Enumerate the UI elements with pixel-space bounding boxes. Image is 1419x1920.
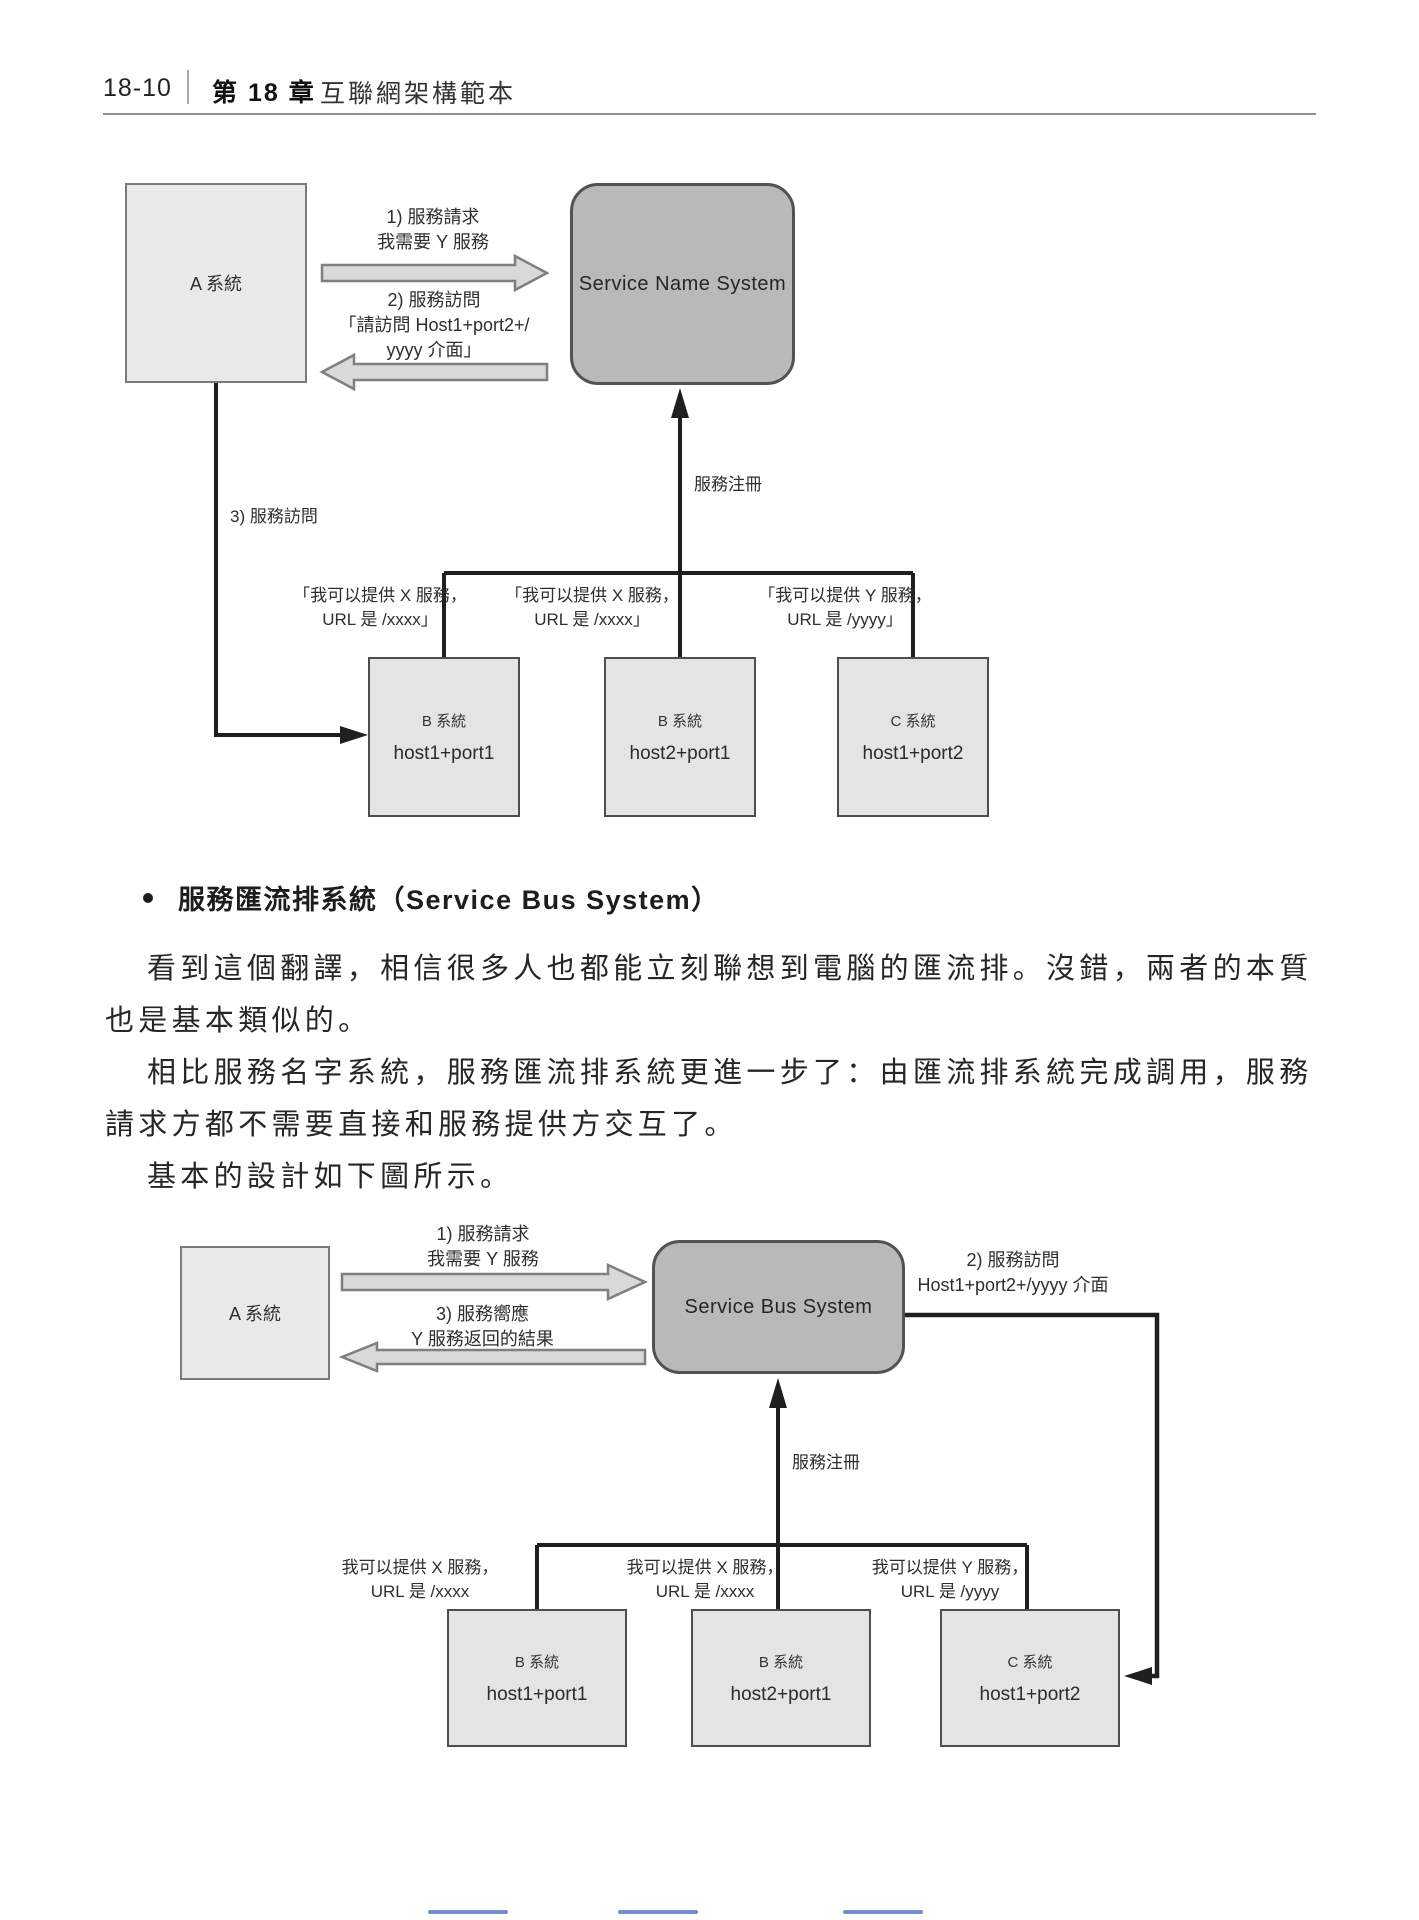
d2-provider2-bubble-line2: URL 是 /xxxx [655, 1582, 755, 1601]
d1-provider2-bubble-line2: URL 是 /xxxx」 [534, 610, 650, 629]
d1-provider1-bubble-line1: 「我可以提供 X 服務， [293, 586, 467, 605]
d2-provider3-host: host1+port2 [979, 1683, 1081, 1705]
d1-provider1-name: B 系統 [421, 712, 467, 730]
header-separator [187, 70, 189, 104]
d2-system-a-box: A 系統 [180, 1246, 330, 1380]
d1-system-a-label: A 系統 [189, 274, 242, 294]
d1-provider3-host: host1+port2 [862, 742, 964, 764]
d1-provider1-box: B 系統 host1+port1 [368, 657, 520, 817]
chapter-title: 互聯網架構範本 [320, 80, 517, 108]
d1-provider1-host: host1+port1 [393, 742, 495, 764]
d1-visit2-label: 2) 服務訪問 「請訪問 Host1+port2+/ yyyy 介面」 [295, 288, 573, 363]
d2-visit2-label: 2) 服務訪問 Host1+port2+/yyyy 介面 [858, 1248, 1168, 1298]
d1-register-arrowhead [671, 388, 689, 418]
d1-register-label: 服務注冊 [694, 475, 762, 494]
d1-provider2-bubble: 「我可以提供 X 服務， URL 是 /xxxx」 [487, 584, 697, 632]
d1-provider2-box: B 系統 host2+port1 [604, 657, 756, 817]
d2-register-arrowhead [769, 1378, 787, 1408]
paragraph2-line2: 請求方都不需要直接和服務提供方交互了。 [105, 1109, 738, 1141]
d1-visit3-arrowhead [340, 726, 368, 744]
d2-register-label: 服務注冊 [792, 1453, 860, 1472]
paragraph2-line1: 相比服務名字系統，服務匯流排系統更進一步了：由匯流排系統完成調用，服務 [147, 1057, 1313, 1089]
d1-provider1-bubble-line2: URL 是 /xxxx」 [322, 610, 438, 629]
d2-provider3-name: C 系統 [1007, 1653, 1053, 1671]
d1-provider3-box: C 系統 host1+port2 [837, 657, 989, 817]
d1-request-line2: 我需要 Y 服務 [377, 232, 489, 252]
d2-provider3-bubble-line1: 我可以提供 Y 服務， [871, 1558, 1029, 1577]
paragraph1-line1: 看到這個翻譯，相信很多人也都能立刻聯想到電腦的匯流排。沒錯，兩者的本質 [147, 953, 1313, 985]
d1-provider1-bubble: 「我可以提供 X 服務， URL 是 /xxxx」 [275, 584, 485, 632]
d2-response-line2: Y 服務返回的結果 [411, 1329, 554, 1349]
d2-provider2-bubble-line1: 我可以提供 X 服務， [626, 1558, 784, 1577]
d2-response-block-arrow [338, 1341, 647, 1373]
d2-request-line1: 1) 服務請求 [436, 1224, 530, 1244]
d2-response-line1: 3) 服務嚮應 [435, 1304, 529, 1324]
chapter-number: 第 18 章 [212, 79, 316, 107]
d2-provider3-box: C 系統 host1+port2 [940, 1609, 1120, 1747]
d1-visit2-line3: yyyy 介面」 [386, 340, 482, 360]
d1-service-name-system-label: Service Name System [578, 272, 787, 295]
d2-provider2-box: B 系統 host2+port1 [691, 1609, 871, 1747]
d1-provider2-host: host2+port1 [629, 742, 731, 764]
d1-visit3-line [214, 383, 346, 737]
d2-provider1-bubble-line1: 我可以提供 X 服務， [341, 1558, 499, 1577]
d2-request-line2: 我需要 Y 服務 [427, 1249, 539, 1269]
d2-response-label: 3) 服務嚮應 Y 服務返回的結果 [355, 1302, 610, 1352]
d1-provider3-bubble-line2: URL 是 /yyyy」 [787, 610, 903, 629]
d2-provider2-bubble: 我可以提供 X 服務， URL 是 /xxxx [600, 1556, 810, 1604]
d1-provider2-name: B 系統 [657, 712, 703, 730]
d2-service-bus-system-box: Service Bus System [652, 1240, 905, 1374]
d2-provider1-box: B 系統 host1+port1 [447, 1609, 627, 1747]
d2-provider1-bubble: 我可以提供 X 服務， URL 是 /xxxx [315, 1556, 525, 1604]
bullet-icon [143, 893, 153, 903]
d2-request-label: 1) 服務請求 我需要 Y 服務 [368, 1222, 598, 1272]
d2-visit-elbow-line [905, 1312, 1160, 1679]
d1-provider3-bubble-line1: 「我可以提供 Y 服務， [758, 586, 932, 605]
d1-visit-response-block-arrow [319, 352, 549, 392]
d2-provider1-bubble-line2: URL 是 /xxxx [370, 1582, 470, 1601]
d2-visit2-line2: Host1+port2+/yyyy 介面 [917, 1275, 1109, 1295]
page-number: 18-10 [103, 74, 172, 102]
d1-provider3-name: C 系統 [890, 712, 936, 730]
bottom-cutoff-mark [843, 1910, 923, 1914]
d1-provider3-bubble: 「我可以提供 Y 服務， URL 是 /yyyy」 [740, 584, 950, 632]
d2-provider1-name: B 系統 [514, 1653, 560, 1671]
paragraph1-line2: 也是基本類似的。 [105, 1005, 372, 1037]
d1-system-a-box: A 系統 [125, 183, 307, 383]
d2-provider2-host: host2+port1 [730, 1683, 832, 1705]
d2-provider1-host: host1+port1 [486, 1683, 588, 1705]
d2-visit-arrowhead [1124, 1667, 1152, 1685]
bottom-cutoff-mark [428, 1910, 508, 1914]
d1-visit2-line2: 「請訪問 Host1+port2+/ [338, 315, 530, 335]
d1-service-name-system-box: Service Name System [570, 183, 795, 385]
bottom-cutoff-mark [618, 1910, 698, 1914]
d1-visit2-line1: 2) 服務訪問 [387, 290, 481, 310]
d1-provider2-bubble-line1: 「我可以提供 X 服務， [505, 586, 679, 605]
d2-bus-line [535, 1543, 1029, 1609]
d2-provider2-name: B 系統 [758, 1653, 804, 1671]
d2-service-bus-system-label: Service Bus System [684, 1295, 873, 1318]
section-heading: 服務匯流排系統（Service Bus System） [178, 885, 720, 915]
d1-request-line1: 1) 服務請求 [386, 207, 480, 227]
d1-request-block-arrow [320, 253, 550, 293]
d2-visit2-line1: 2) 服務訪問 [966, 1250, 1060, 1270]
d2-provider3-bubble: 我可以提供 Y 服務， URL 是 /yyyy [845, 1556, 1055, 1604]
paragraph3-line1: 基本的設計如下圖所示。 [147, 1161, 514, 1193]
d2-request-block-arrow [340, 1263, 648, 1301]
d1-bus-line [442, 571, 915, 657]
header-rule [103, 113, 1316, 115]
d2-provider3-bubble-line2: URL 是 /yyyy [900, 1582, 1000, 1601]
d2-system-a-label: A 系統 [228, 1304, 281, 1324]
d1-request-label: 1) 服務請求 我需要 Y 服務 [318, 205, 548, 255]
d1-visit3-label: 3) 服務訪問 [230, 507, 318, 526]
